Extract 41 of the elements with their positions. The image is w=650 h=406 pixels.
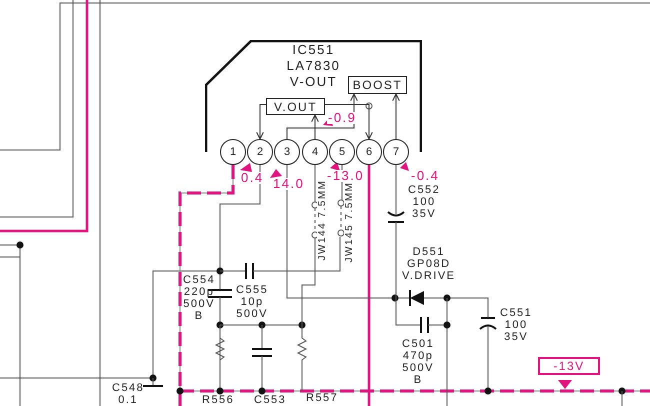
pin-number: 6 xyxy=(364,146,374,158)
pin-number: 4 xyxy=(310,146,320,158)
pin-number: 1 xyxy=(228,146,238,158)
pin-number: 7 xyxy=(392,146,400,158)
pin-circle xyxy=(247,139,273,165)
block-label: BOOST xyxy=(352,79,404,91)
component-label: C553 xyxy=(254,394,286,406)
pin-circle xyxy=(356,139,382,165)
voltage-tag xyxy=(538,357,600,375)
voltage-reading: -0.9 xyxy=(327,112,358,124)
arrow xyxy=(286,93,358,140)
arrow xyxy=(256,104,266,140)
pin-number: 3 xyxy=(282,146,292,158)
block-label: V.OUT xyxy=(272,101,318,113)
component-label: R556 xyxy=(202,394,234,406)
voltage-reading: -13.0 xyxy=(326,170,366,182)
chip-label: IC551 LA7830 V-OUT xyxy=(286,42,340,90)
arrow xyxy=(324,104,374,140)
component-label: D551 GP08D V.DRIVE xyxy=(402,246,456,282)
component-label: C555 10p 500V xyxy=(236,284,268,320)
component-label: C554 220p 500V B xyxy=(183,274,216,322)
function-block xyxy=(348,76,407,94)
component-label: C551 100 35V xyxy=(500,307,532,343)
component-label: C548 0.1 xyxy=(112,382,144,406)
arrow xyxy=(392,93,400,140)
pin-circle xyxy=(383,139,409,165)
component-label: C501 470p 500V B xyxy=(402,338,434,386)
arrow xyxy=(310,114,320,140)
voltage-reading: 14.0 xyxy=(272,178,306,190)
pin-circle xyxy=(220,139,246,165)
voltage-reading: 0.4 xyxy=(240,172,265,184)
pin-circle xyxy=(274,139,300,165)
component-label: R557 xyxy=(306,392,338,404)
pin-number: 2 xyxy=(256,146,264,158)
voltage-reading: -0.4 xyxy=(410,170,440,182)
function-block xyxy=(266,98,325,115)
pin-number: 5 xyxy=(338,146,346,158)
pin-circle xyxy=(302,139,328,165)
component-label: C552 100 35V xyxy=(408,184,440,220)
voltage-label: -13V xyxy=(552,360,586,372)
pin-circle xyxy=(329,139,355,165)
